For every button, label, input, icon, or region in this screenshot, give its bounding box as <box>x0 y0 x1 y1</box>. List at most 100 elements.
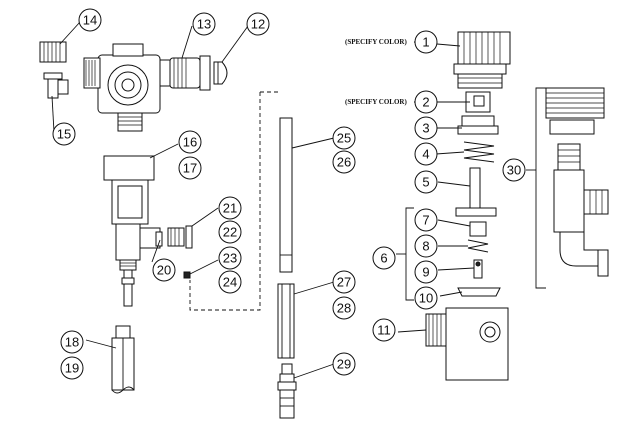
tube-part-18 <box>111 325 135 394</box>
callout-28: 28 <box>332 296 356 320</box>
callout-circle <box>60 330 84 354</box>
specify-color-note-2: (SPECIFY COLOR) <box>345 98 407 106</box>
callout-3: 3 <box>414 116 438 140</box>
callout-label: 13 <box>197 17 211 32</box>
screen-part-23 <box>183 271 191 279</box>
callout-8: 8 <box>414 234 438 258</box>
callout-label: 29 <box>337 357 351 372</box>
injector-body-part-16 <box>103 155 161 307</box>
ring-part-20 <box>155 231 163 247</box>
callout-circle <box>414 234 438 258</box>
callout-label: 3 <box>422 121 429 136</box>
callout-circle <box>414 90 438 114</box>
callout-21: 21 <box>218 196 242 220</box>
callout-6: 6 <box>372 246 396 270</box>
callout-label: 22 <box>223 225 237 240</box>
callout-circle <box>332 126 356 150</box>
callout-label: 8 <box>422 239 429 254</box>
bracket-part-30 <box>535 87 546 289</box>
callout-circle <box>78 8 102 32</box>
callout-label: 20 <box>157 263 171 278</box>
callout-19: 19 <box>60 356 84 380</box>
callout-13: 13 <box>192 12 216 36</box>
callout-label: 26 <box>337 155 351 170</box>
callout-label: 16 <box>183 135 197 150</box>
callout-circle <box>192 12 216 36</box>
callout-circle <box>218 220 242 244</box>
callout-label: 17 <box>183 161 197 176</box>
callout-circle <box>218 270 242 294</box>
callout-circle <box>372 318 396 342</box>
callout-label: 7 <box>422 213 429 228</box>
callout-label: 25 <box>337 131 351 146</box>
callout-circle <box>60 356 84 380</box>
callout-label: 11 <box>377 323 391 338</box>
callout-22: 22 <box>218 220 242 244</box>
callout-circle <box>178 130 202 154</box>
callout-10: 10 <box>414 286 438 310</box>
pin-part-9 <box>473 259 483 279</box>
callout-circle <box>332 296 356 320</box>
callout-circle <box>246 12 270 36</box>
callout-circle <box>332 150 356 174</box>
callout-label: 10 <box>419 291 433 306</box>
callout-4: 4 <box>414 142 438 166</box>
spring-part-4 <box>463 141 495 163</box>
callout-circle <box>414 142 438 166</box>
spring-part-8 <box>467 239 489 253</box>
callout-23: 23 <box>218 246 242 270</box>
callout-circle <box>332 270 356 294</box>
threaded-fitting-part-13 <box>169 55 211 91</box>
assembly-part-30 <box>545 87 609 277</box>
callout-29: 29 <box>332 352 356 376</box>
callout-label: 6 <box>380 251 387 266</box>
callout-circle <box>218 196 242 220</box>
callout-24: 24 <box>218 270 242 294</box>
callout-label: 15 <box>57 127 71 142</box>
callout-9: 9 <box>414 260 438 284</box>
threaded-plug-part-14 <box>39 41 67 63</box>
callout-16: 16 <box>178 130 202 154</box>
callout-label: 1 <box>422 35 429 50</box>
callout-label: 14 <box>83 13 97 28</box>
callout-circle <box>178 156 202 180</box>
knob-part-2 <box>465 91 491 113</box>
callout-11: 11 <box>372 318 396 342</box>
callout-label: 9 <box>422 265 429 280</box>
riser-tube-part-25 <box>279 117 293 273</box>
cap-part-3 <box>457 115 499 135</box>
callout-1: 1 <box>414 30 438 54</box>
housing-part-11 <box>425 307 509 381</box>
callout-circle <box>372 246 396 270</box>
stem-part-5 <box>455 167 497 217</box>
callout-2: 2 <box>414 90 438 114</box>
callout-circle <box>414 30 438 54</box>
callout-circle <box>152 258 176 282</box>
tube-part-27 <box>277 283 295 359</box>
callout-30: 30 <box>502 158 526 182</box>
callout-26: 26 <box>332 150 356 174</box>
callout-circle <box>332 352 356 376</box>
cap-part-12 <box>213 61 228 85</box>
plug-part-15 <box>43 72 69 99</box>
callout-18: 18 <box>60 330 84 354</box>
bracket-part-6 <box>405 207 414 301</box>
callout-14: 14 <box>78 8 102 32</box>
seal-part-10 <box>457 287 501 297</box>
callout-label: 24 <box>223 275 237 290</box>
callout-7: 7 <box>414 208 438 232</box>
callout-27: 27 <box>332 270 356 294</box>
callout-label: 23 <box>223 251 237 266</box>
callout-12: 12 <box>246 12 270 36</box>
specify-color-note-1: (SPECIFY COLOR) <box>345 38 407 46</box>
callout-label: 27 <box>337 275 351 290</box>
callout-label: 2 <box>422 95 429 110</box>
callout-label: 21 <box>223 201 237 216</box>
callout-17: 17 <box>178 156 202 180</box>
valve-body-part <box>83 43 171 132</box>
callout-circle <box>414 170 438 194</box>
callout-label: 12 <box>251 17 265 32</box>
callout-circle <box>218 246 242 270</box>
